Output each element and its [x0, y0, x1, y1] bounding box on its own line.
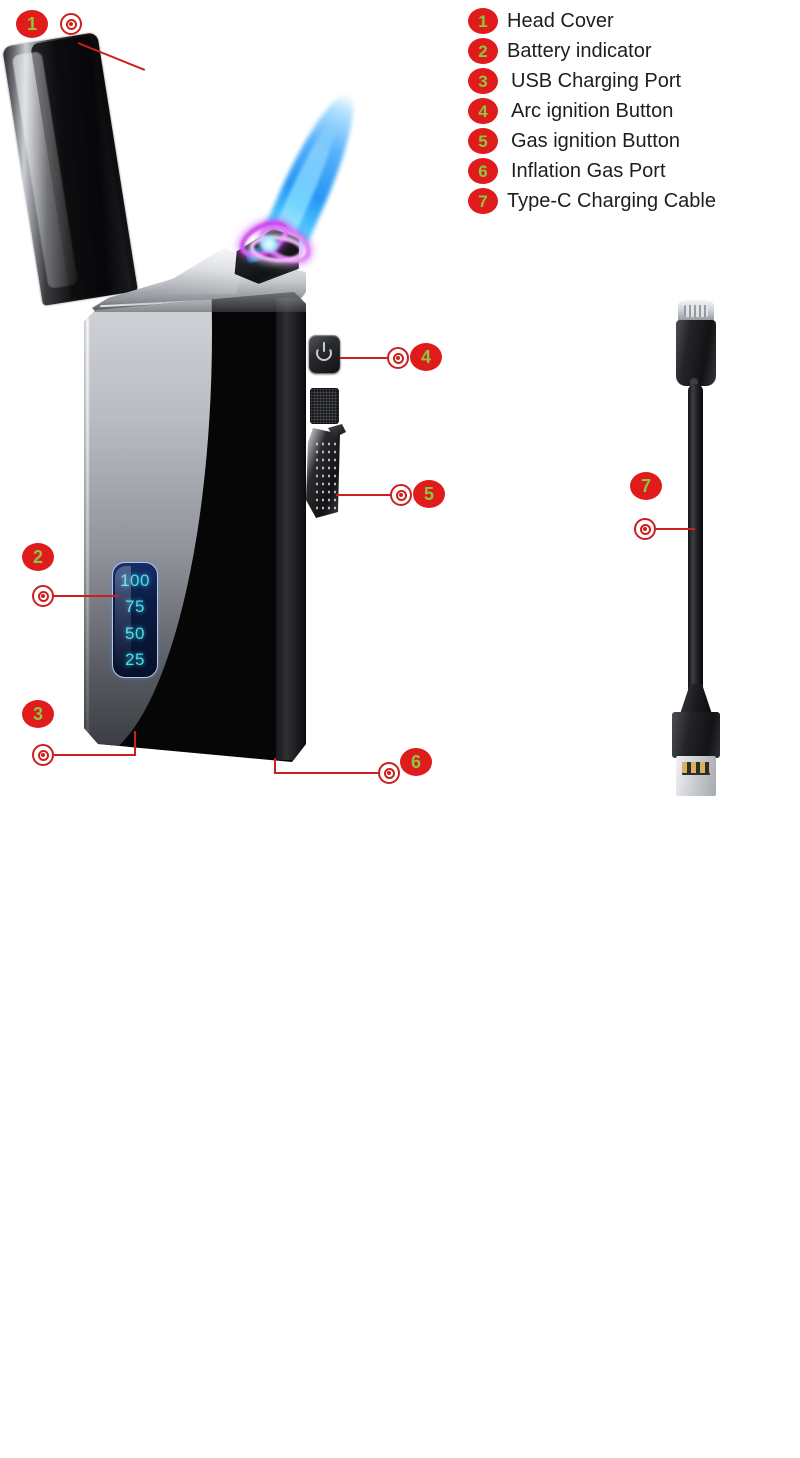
legend-label-gas-ignition-button: Gas ignition Button: [511, 129, 680, 152]
callout-badge-battery: 2: [22, 543, 54, 571]
callout-target-head-cover: [60, 13, 82, 35]
usb-a-connector-housing: [672, 712, 720, 758]
type-c-connector-housing: [676, 320, 716, 386]
callout-badge-type-c-cable: 7: [630, 472, 662, 500]
callout-badge-head-cover: 1: [16, 10, 48, 38]
legend-badge-2: 2: [468, 38, 498, 64]
legend-label-type-c-charging-cable: Type-C Charging Cable: [507, 189, 716, 212]
plasma-arc-core: [256, 236, 282, 252]
callout-line-gas-port: [274, 772, 380, 774]
callout-target-arc-button: [387, 347, 409, 369]
cable-cord: [688, 384, 703, 700]
body-left-highlight: [86, 318, 89, 738]
gas-lever-grip-texture: [314, 440, 338, 510]
body-gloss-reflection: [84, 292, 212, 762]
callout-target-gas-port: [378, 762, 400, 784]
callout-target-usb-port: [32, 744, 54, 766]
vent-grille: [310, 388, 339, 424]
legend-badge-6: 6: [468, 158, 498, 184]
battery-level-value: 25: [125, 650, 145, 670]
callout-elbow-usb-port: [134, 731, 136, 756]
legend-badge-4: 4: [468, 98, 498, 124]
battery-panel-gloss: [115, 566, 131, 674]
callout-line-gas-button: [336, 494, 394, 496]
body-right-edge: [276, 298, 306, 760]
callout-elbow-gas-port: [274, 758, 276, 774]
callout-target-type-c-cable: [634, 518, 656, 540]
legend-item-gas-ignition-button: 5 Gas ignition Button: [468, 126, 798, 156]
lighter-body: [84, 292, 306, 762]
callout-target-gas-button: [390, 484, 412, 506]
legend-badge-3: 3: [468, 68, 498, 94]
legend-label-head-cover: Head Cover: [507, 9, 614, 32]
legend-label-battery-indicator: Battery indicator: [507, 39, 652, 62]
legend-item-type-c-charging-cable: 7 Type-C Charging Cable: [468, 186, 798, 216]
callout-badge-gas-button: 5: [413, 480, 445, 508]
legend-item-usb-charging-port: 3 USB Charging Port: [468, 66, 798, 96]
legend-item-head-cover: 1 Head Cover: [468, 6, 798, 36]
legend-item-arc-ignition-button: 4 Arc ignition Button: [468, 96, 798, 126]
legend-badge-7: 7: [468, 188, 498, 214]
callout-line-type-c-cable: [655, 528, 695, 530]
callout-badge-gas-port: 6: [400, 748, 432, 776]
battery-indicator-panel: 100 75 50 25: [112, 562, 158, 678]
callout-target-battery: [32, 585, 54, 607]
callout-badge-arc-button: 4: [410, 343, 442, 371]
power-icon-stem: [323, 342, 325, 352]
callout-line-arc-button: [340, 357, 390, 359]
legend-label-arc-ignition-button: Arc ignition Button: [511, 99, 674, 122]
legend-badge-5: 5: [468, 128, 498, 154]
legend-item-battery-indicator: 2 Battery indicator: [468, 36, 798, 66]
callout-line-battery: [53, 595, 119, 597]
battery-level-value: 75: [125, 597, 145, 617]
type-c-connector-tip: [678, 300, 714, 322]
callout-line-usb-port: [53, 754, 136, 756]
legend-item-inflation-gas-port: 6 Inflation Gas Port: [468, 156, 798, 186]
product-infographic: 100 75 50 25: [0, 0, 800, 800]
usb-a-contacts: [682, 762, 710, 773]
power-icon: [316, 349, 332, 361]
callout-badge-usb-port: 3: [22, 700, 54, 728]
battery-level-value: 50: [125, 623, 145, 643]
battery-level-value: 100: [120, 570, 150, 590]
legend-badge-1: 1: [468, 8, 498, 34]
legend-label-usb-charging-port: USB Charging Port: [511, 69, 682, 92]
legend-list: 1 Head Cover 2 Battery indicator 3 USB C…: [468, 6, 798, 216]
legend-label-inflation-gas-port: Inflation Gas Port: [511, 159, 666, 182]
